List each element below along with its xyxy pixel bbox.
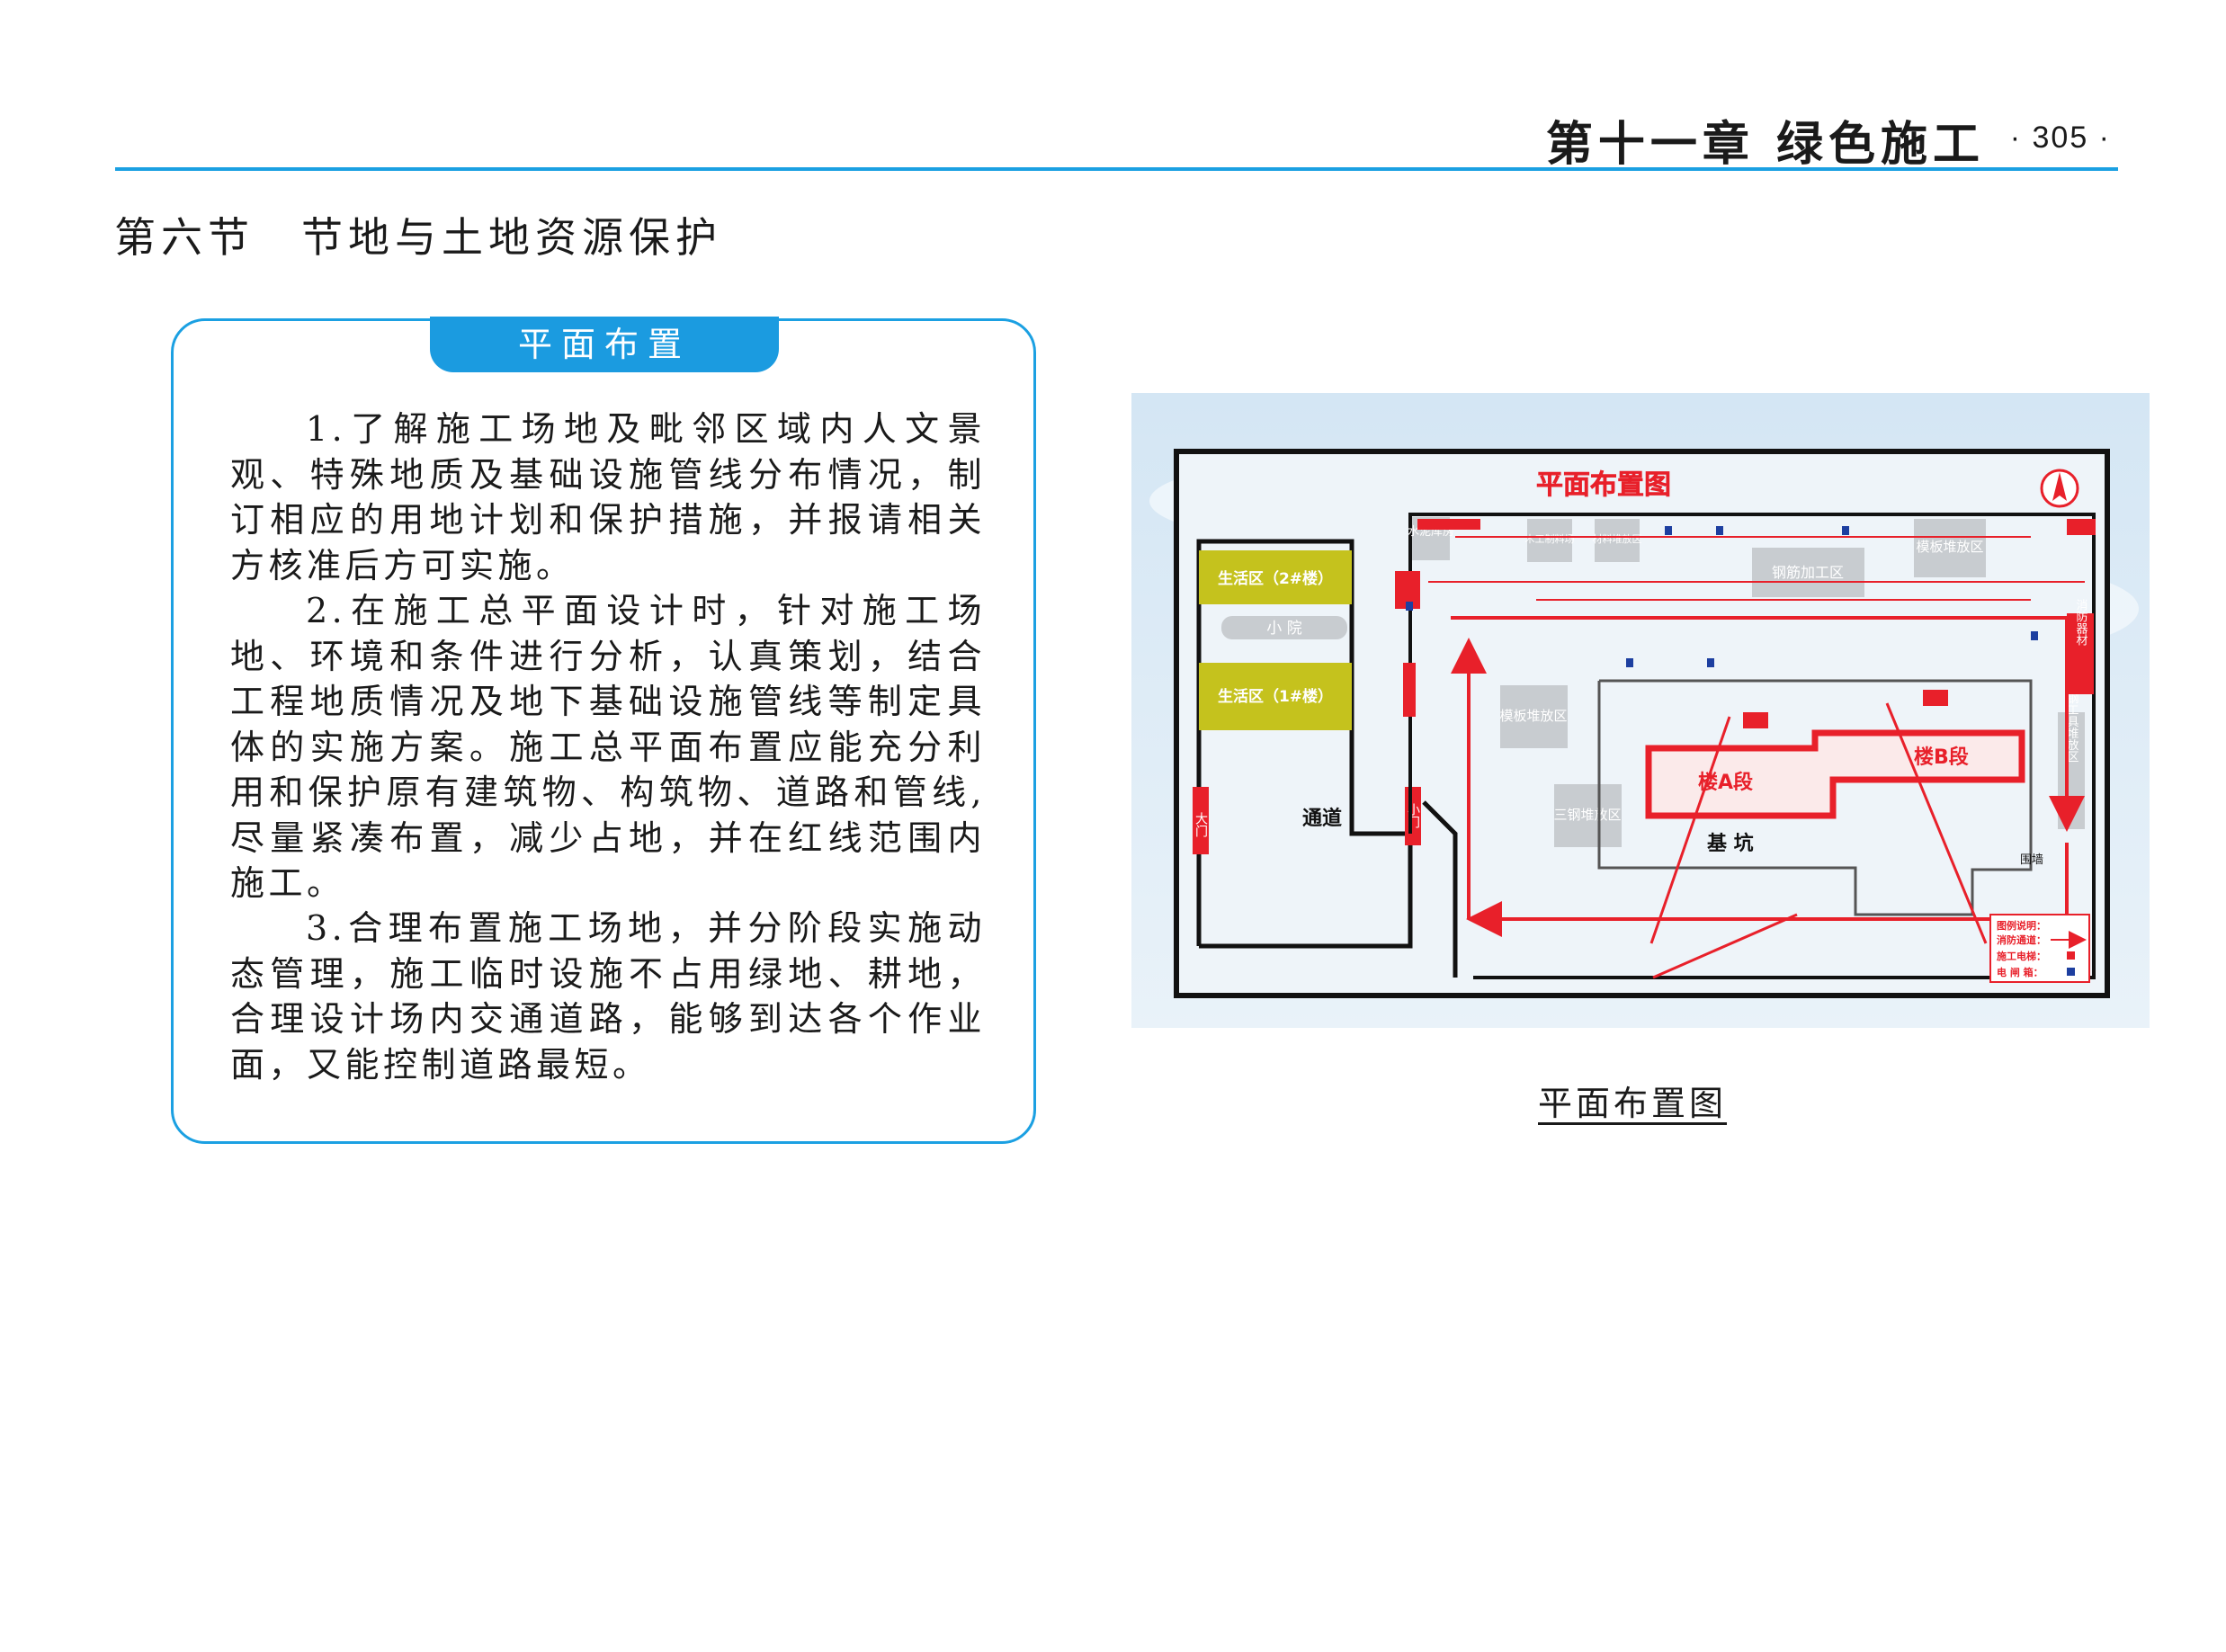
paragraph-2: 2.在施工总平面设计时，针对施工场地、环境和条件进行分析，认真策划，结合工程地质… xyxy=(230,591,986,903)
svg-text:生活区（2#楼）: 生活区（2#楼） xyxy=(1218,569,1333,588)
section-heading: 第六节节地与土地资源保护 xyxy=(114,205,722,264)
five-boards-marker xyxy=(1403,663,1416,717)
section-number: 第六节 xyxy=(114,213,255,262)
svg-text:小 院: 小 院 xyxy=(1266,620,1301,638)
svg-text:围墙: 围墙 xyxy=(2020,853,2043,867)
diagram-title: 平面布置图 xyxy=(1536,469,1671,501)
fire-road-top xyxy=(1451,616,2085,832)
svg-text:消防通道：: 消防通道： xyxy=(1997,933,2046,946)
svg-text:模板堆放区: 模板堆放区 xyxy=(1499,708,1567,724)
fire-equipment xyxy=(2067,613,2094,694)
svg-text:材料堆放区: 材料堆放区 xyxy=(1593,532,1642,545)
svg-text:施工电梯：: 施工电梯： xyxy=(1997,950,2046,962)
big-gate xyxy=(1193,787,1209,854)
chapter-title: 第十一章 绿色施工 xyxy=(1545,118,1985,172)
svg-text:楼B段: 楼B段 xyxy=(1914,746,1969,769)
svg-text:图例说明：: 图例说明： xyxy=(1997,919,2046,932)
site-plan-figure: 平面布置图 生活区（2#楼） 小 院 生活区（1#楼） 大门 小门 通道 水泥库… xyxy=(1131,393,2150,1028)
crane-a-arm xyxy=(1649,716,1731,944)
svg-text:通道: 通道 xyxy=(1302,807,1342,830)
svg-text:小门: 小门 xyxy=(1406,803,1420,829)
page-number: · 305 · xyxy=(2009,121,2111,155)
box-tab-label: 平面布置 xyxy=(430,317,779,372)
formwork-top xyxy=(1914,519,1986,577)
courtyard xyxy=(1221,616,1347,639)
svg-text:大门: 大门 xyxy=(1193,812,1208,838)
svg-text:基 坑: 基 坑 xyxy=(1707,832,1754,855)
svg-text:生活区（1#楼）: 生活区（1#楼） xyxy=(1218,687,1333,706)
life-zone-2 xyxy=(1199,550,1352,604)
north-arrow-icon xyxy=(2040,469,2079,508)
paragraph-3: 3.合理布置施工场地，并分阶段实施动态管理，施工临时设施不占用绿地、耕地，合理设… xyxy=(230,908,986,1085)
steel-left xyxy=(1554,784,1622,847)
svg-text:模板堆放区: 模板堆放区 xyxy=(1916,539,1983,555)
crane-b-arm xyxy=(1885,702,1988,944)
building-outline xyxy=(1645,729,2025,819)
wood-yard xyxy=(1527,519,1572,562)
page-header: 第十一章 绿色施工 · 305 · xyxy=(0,0,2226,180)
paragraph-1: 1.了解施工场地及毗邻区域内人文景观、特殊地质及基础设施管线分布情况，制订相应的… xyxy=(230,409,986,585)
left-boundary xyxy=(1196,539,1413,949)
pit-outline xyxy=(1597,679,2033,916)
material-yard xyxy=(1595,519,1640,562)
formwork-left xyxy=(1500,685,1568,748)
rebar-yard xyxy=(1752,548,1864,597)
figure-caption: 平面布置图 xyxy=(1538,1084,1728,1123)
svg-text:电 闸 箱：: 电 闸 箱： xyxy=(1997,966,2043,978)
svg-text:消防器材: 消防器材 xyxy=(2074,599,2088,646)
svg-text:三钢堆放区: 三钢堆放区 xyxy=(1553,807,1621,823)
header-rule xyxy=(115,167,2118,171)
svg-text:钢筋加工区: 钢筋加工区 xyxy=(1772,564,1844,581)
life-zone-1 xyxy=(1199,663,1352,730)
svg-text:木工制料场: 木工制料场 xyxy=(1525,532,1575,545)
section-title: 节地与土地资源保护 xyxy=(301,213,722,262)
